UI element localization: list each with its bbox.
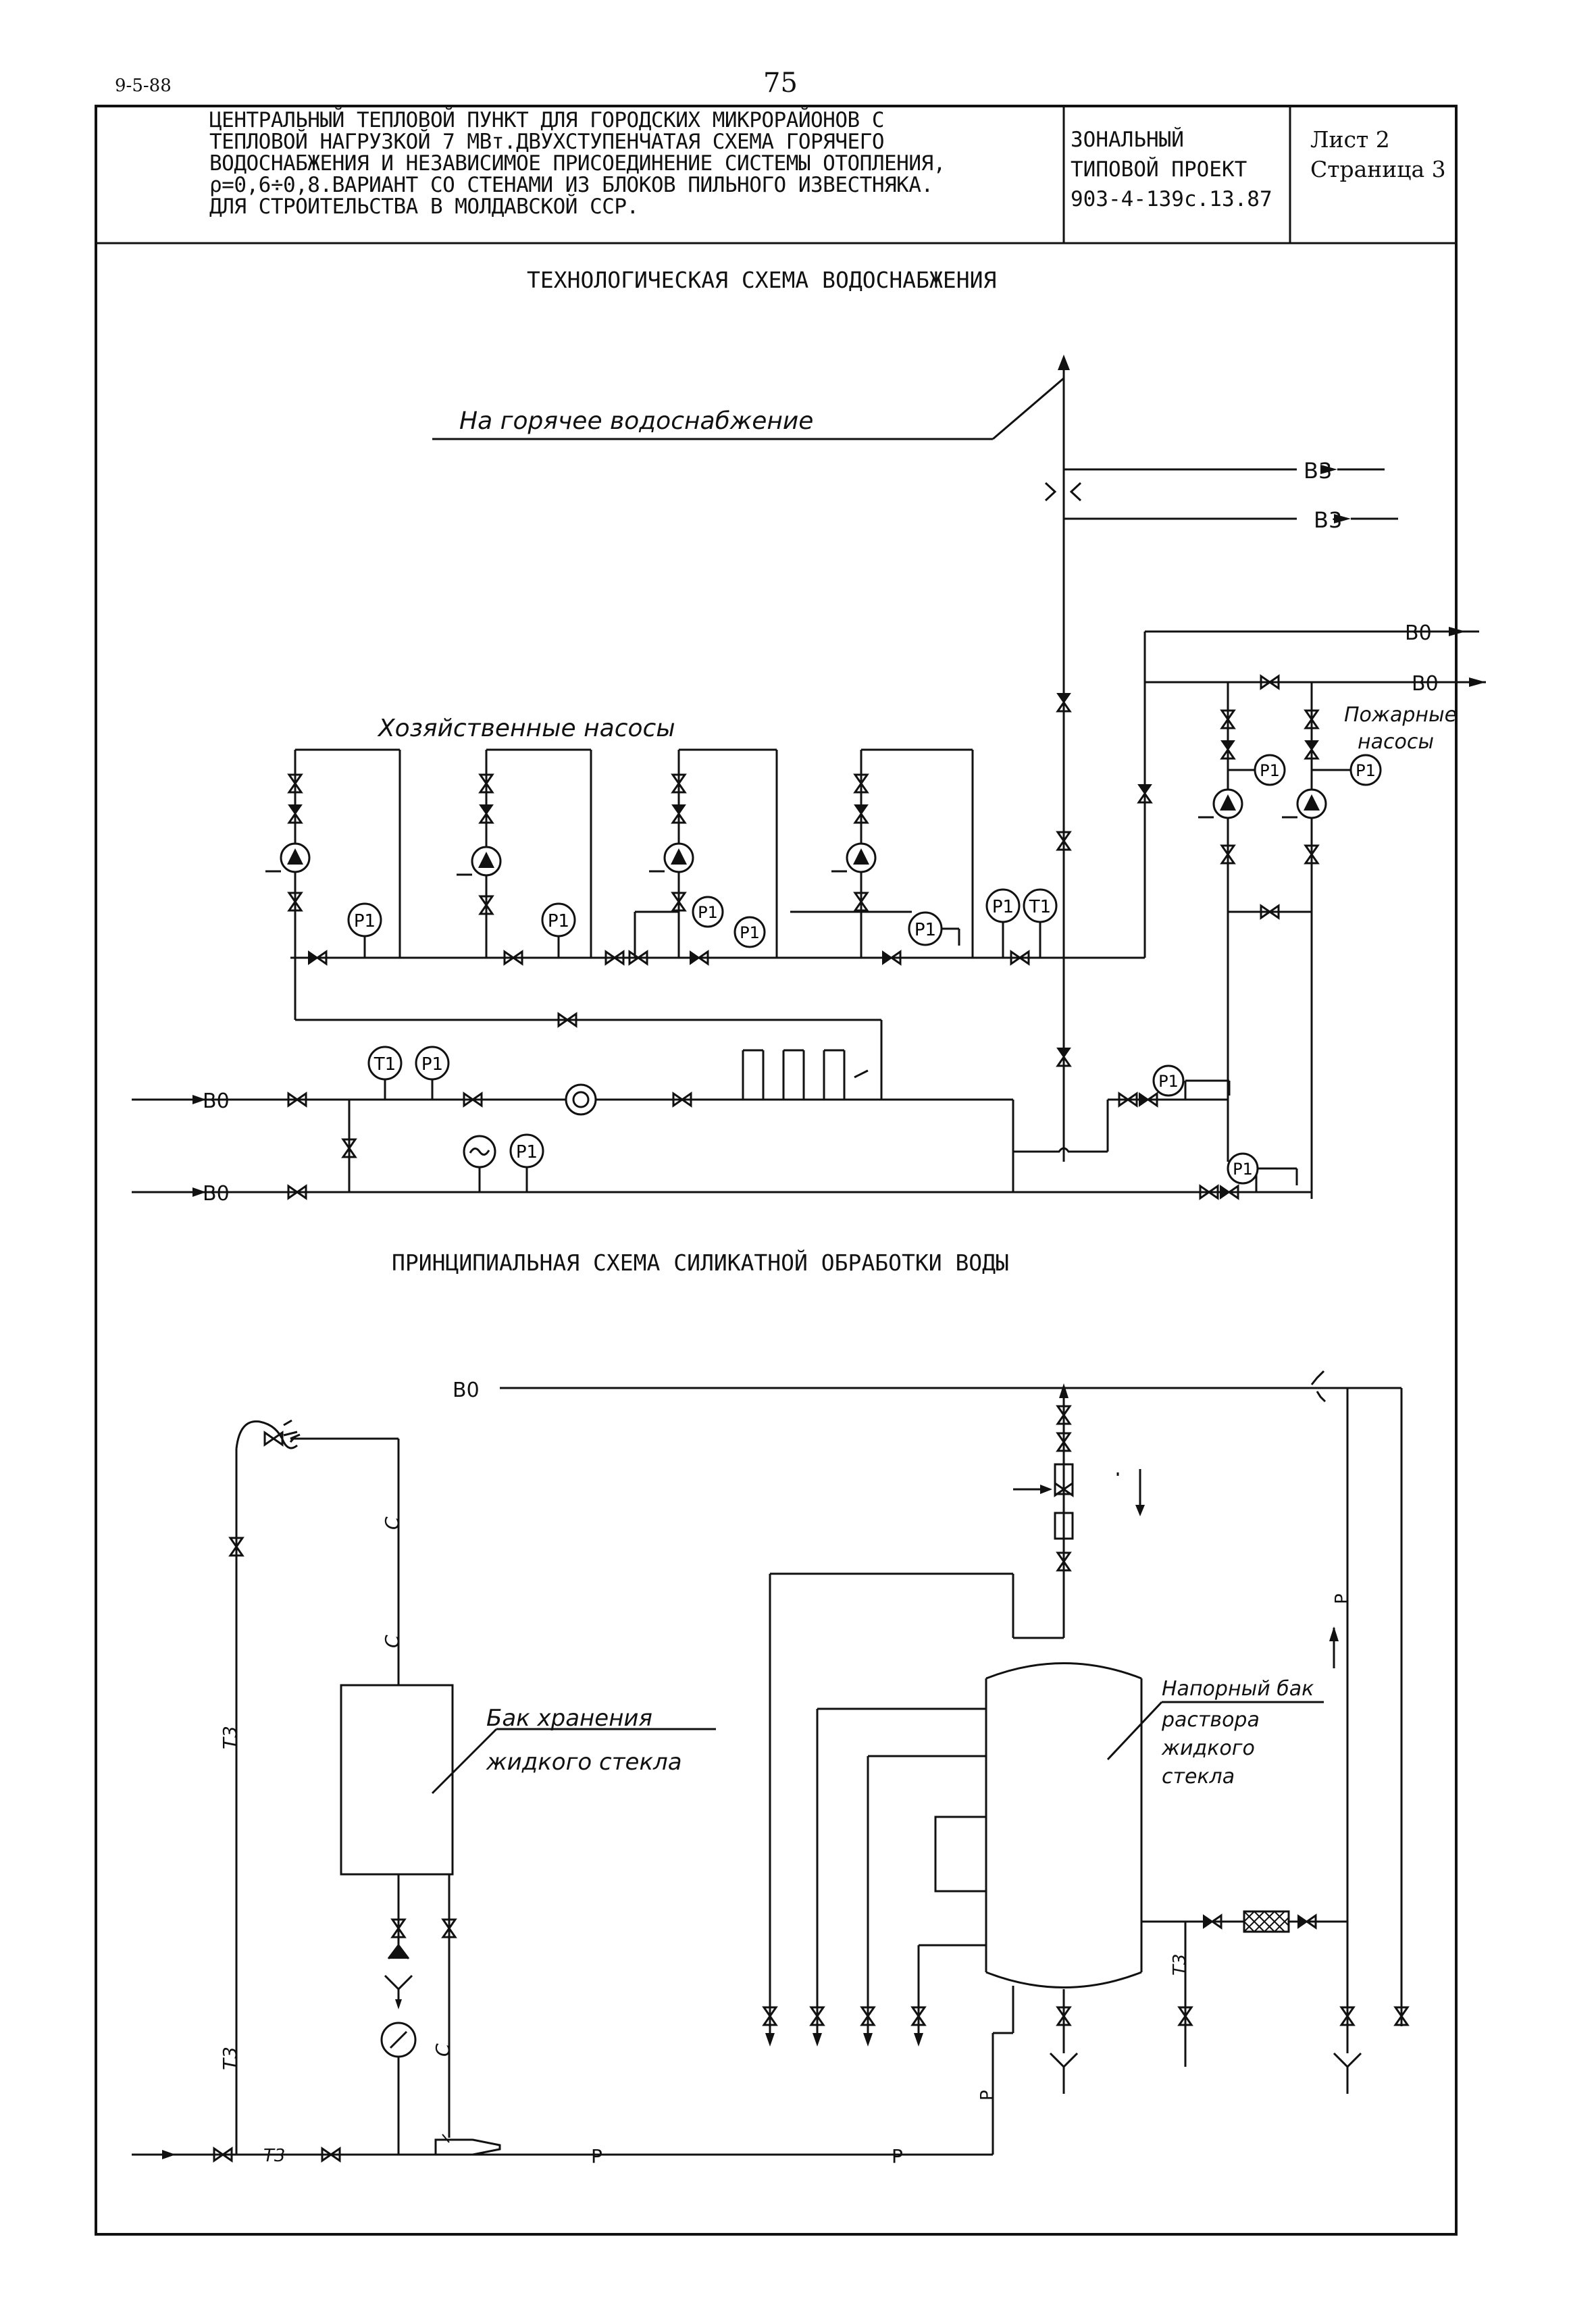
gauge-label: P1 <box>698 903 718 922</box>
page-number: 75 <box>763 68 798 99</box>
gauge-label: P1 <box>740 923 760 942</box>
gauge-label: P1 <box>1356 761 1376 780</box>
pressure-tank-label: жидкого <box>1161 1737 1255 1760</box>
scheme1-title: ТЕХНОЛОГИЧЕСКАЯ СХЕМА ВОДОСНАБЖЕНИЯ <box>527 267 997 293</box>
gauge-label: T1 <box>1029 897 1051 917</box>
pipe-p-label: Р <box>977 2090 998 2101</box>
scheme2-title: ПРИНЦИПИАЛЬНАЯ СХЕМА СИЛИКАТНОЙ ОБРАБОТК… <box>392 1250 1009 1276</box>
storage-tank-label: жидкого стекла <box>486 1749 682 1776</box>
sheet-number: Лист 2 <box>1310 126 1390 153</box>
household-pumps-label: Хозяйственные насосы <box>377 715 675 742</box>
pressure-tank-label: стекла <box>1162 1765 1235 1789</box>
zone-label: ЗОНАЛЬНЫЙ <box>1071 128 1184 152</box>
project-code: 903-4-139с.13.87 <box>1071 187 1272 211</box>
pipe-c-label: С <box>432 2043 454 2057</box>
title-block-sheet: Лист 2 Страница 3 <box>1310 125 1446 184</box>
description-line: ВОДОСНАБЖЕНИЯ И НЕЗАВИСИМОЕ ПРИСОЕДИНЕНИ… <box>209 151 946 176</box>
pressure-gauge: P1 <box>541 902 576 958</box>
scheme1-valves <box>264 675 1327 1200</box>
scheme1-gauges: P1 P1 P1 P1 P1 P1 T1 <box>347 754 1382 1192</box>
gauge-label: P1 <box>1260 761 1280 780</box>
description-line: ДЛЯ СТРОИТЕЛЬСТВА В МОЛДАВСКОЙ ССР. <box>209 195 639 219</box>
thermometer: T1 <box>1023 888 1058 958</box>
drawing-frame <box>95 105 1458 2236</box>
scheme1-arrow-tails <box>132 468 1486 1193</box>
page-index: Страница 3 <box>1310 156 1446 182</box>
pressure-tank-label: Напорный бак <box>1162 1677 1314 1701</box>
pressure-tank-label: раствора <box>1161 1708 1260 1732</box>
pipe-b3-label: В3 <box>1304 458 1332 484</box>
pressure-gauge: P1 <box>1152 1064 1185 1097</box>
pipe-b0-label: В0 <box>203 1089 230 1113</box>
pipe-t3-label: Т3 <box>219 2047 241 2070</box>
pipe-t3-label: Т3 <box>1170 1954 1190 1976</box>
storage-tank-label: Бак хранения <box>486 1705 652 1732</box>
pipe-p-label: Р <box>1332 1593 1352 1604</box>
gauge-label: P1 <box>915 920 936 940</box>
pipe-b0-label: В0 <box>1412 672 1439 696</box>
pressure-gauge: P1 <box>1227 1152 1259 1185</box>
gauge-label: P1 <box>548 911 569 931</box>
pressure-gauge: P1 <box>985 888 1021 958</box>
pressure-gauge: P1 <box>908 911 960 946</box>
gauge-label: T1 <box>374 1054 396 1075</box>
scheme1-piping <box>132 368 1452 1199</box>
pressure-gauge: P1 <box>415 1046 450 1100</box>
scheme2-piping <box>132 1370 1403 2156</box>
title-block-lines <box>95 105 1458 245</box>
gauge-label: P1 <box>1158 1072 1179 1091</box>
pressure-gauge: P1 <box>1228 754 1286 786</box>
gauge-label: P1 <box>1233 1160 1253 1179</box>
gauge-label: P1 <box>354 911 376 931</box>
pipe-p-label: Р <box>892 2145 903 2167</box>
pipe-t3-label: Т3 <box>219 1726 241 1749</box>
fire-pumps-label: насосы <box>1358 730 1434 754</box>
fire-pumps-label: Пожарные <box>1344 703 1457 727</box>
scheme1-labels: На горячее водоснабжение Хозяйственные н… <box>203 407 1457 1206</box>
pipe-c-label: С <box>381 1516 403 1530</box>
gauge-label: P1 <box>421 1054 443 1075</box>
scheme2-arrows <box>162 1383 1339 2159</box>
title-block-project: ЗОНАЛЬНЫЙ ТИПОВОЙ ПРОЕКТ 903-4-139с.13.8… <box>1071 125 1272 214</box>
pipe-b0-label: В0 <box>453 1379 480 1402</box>
hot-water-label: На горячее водоснабжение <box>459 407 813 435</box>
pressure-gauge: P1 <box>347 902 382 958</box>
pipe-b0-label: В0 <box>203 1182 230 1206</box>
scheme2-leaders <box>431 1701 1324 1795</box>
scheme2-labels: В0 Бак хранения жидкого стекла Напорный … <box>219 1379 1352 2167</box>
pressure-gauge: P1 <box>509 1133 544 1192</box>
pipe-t3-label: Т3 <box>263 2146 285 2166</box>
description-line: ЦЕНТРАЛЬНЫЙ ТЕПЛОВОЙ ПУНКТ ДЛЯ ГОРОДСКИХ… <box>209 108 885 132</box>
pressure-gauge: P1 <box>733 916 766 948</box>
gauge-label: P1 <box>992 897 1014 917</box>
pipe-c-label: С <box>381 1635 403 1648</box>
thermometer: T1 <box>367 1046 403 1100</box>
project-type: ТИПОВОЙ ПРОЕКТ <box>1071 157 1247 182</box>
pipe-b3-label: В3 <box>1314 507 1342 533</box>
corner-code: 9-5-88 <box>115 76 172 96</box>
pipe-b0-label: В0 <box>1405 621 1432 645</box>
description-line: ρ=0,6÷0,8.ВАРИАНТ СО СТЕНАМИ ИЗ БЛОКОВ П… <box>209 173 933 197</box>
pipe-p-label: Р <box>591 2145 602 2167</box>
pressure-gauge: P1 <box>1312 754 1382 786</box>
description-line: ТЕПЛОВОЙ НАГРУЗКОЙ 7 МВт.ДВУХСТУПЕНЧАТАЯ… <box>209 130 885 154</box>
scheme1-meters <box>463 1083 597 1168</box>
gauge-label: P1 <box>516 1142 538 1162</box>
title-block-description: ЦЕНТРАЛЬНЫЙ ТЕПЛОВОЙ ПУНКТ ДЛЯ ГОРОДСКИХ… <box>209 109 1060 217</box>
pressure-gauge: P1 <box>692 896 724 928</box>
